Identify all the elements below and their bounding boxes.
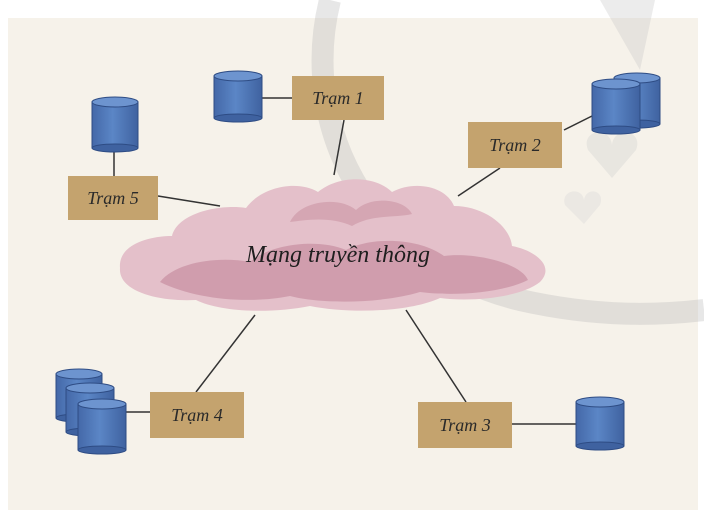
station-1-label: Trạm 1 bbox=[312, 88, 364, 108]
link-station1-network bbox=[333, 119, 345, 176]
database-icon bbox=[91, 96, 139, 153]
station-3: Trạm 3 bbox=[418, 396, 625, 451]
station-2: Trạm 2 bbox=[468, 72, 661, 168]
station-5: Trạm 5 bbox=[68, 96, 158, 220]
station-3-box bbox=[418, 402, 512, 448]
link-station2-network bbox=[457, 167, 501, 197]
network-cloud: Mạng truyền thông bbox=[119, 179, 546, 311]
database-icon bbox=[213, 70, 263, 123]
station-1: Trạm 1 bbox=[213, 70, 384, 123]
station-2-label: Trạm 2 bbox=[489, 135, 541, 155]
network-label: Mạng truyền thông bbox=[245, 242, 430, 268]
station-1-box bbox=[292, 76, 384, 120]
station-4-label: Trạm 4 bbox=[171, 405, 223, 425]
link-station2-db bbox=[563, 115, 593, 131]
database-icon bbox=[77, 398, 127, 455]
database-icon bbox=[575, 396, 625, 451]
station-4: Trạm 4 bbox=[55, 368, 244, 455]
database-icon bbox=[591, 78, 641, 135]
link-network-station3 bbox=[405, 309, 467, 403]
station-5-label: Trạm 5 bbox=[87, 188, 139, 208]
link-network-station4 bbox=[195, 314, 256, 393]
link-station5-network bbox=[157, 195, 221, 207]
network-links bbox=[113, 97, 593, 425]
station-4-box bbox=[150, 392, 244, 438]
station-5-box bbox=[68, 176, 158, 220]
station-2-box bbox=[468, 122, 562, 168]
station-3-label: Trạm 3 bbox=[439, 415, 491, 435]
